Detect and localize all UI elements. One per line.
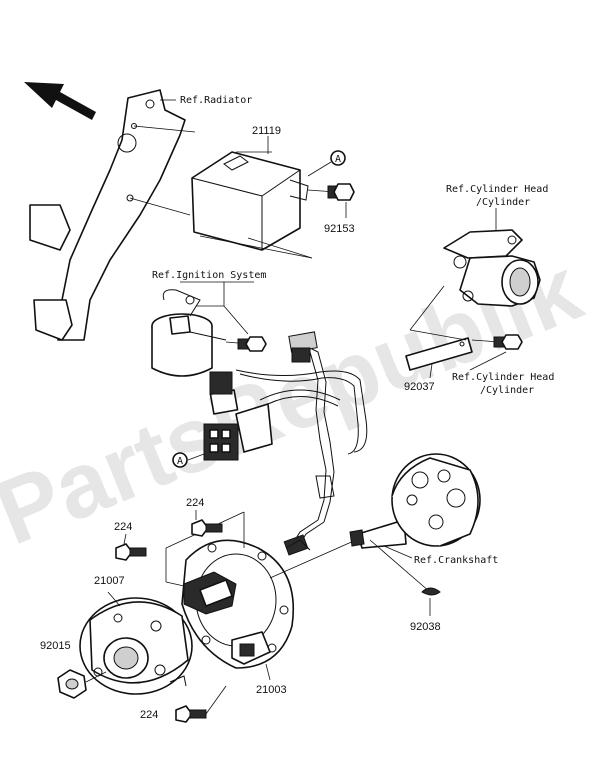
part-number-21003: 21003 <box>256 684 287 696</box>
woodruff-key-92038 <box>421 587 441 596</box>
svg-text:A: A <box>177 456 183 467</box>
front-direction-arrow-icon <box>24 82 96 120</box>
svg-text:A: A <box>335 154 341 165</box>
part-number-92015: 92015 <box>40 640 71 652</box>
connector-a-marker-top: A <box>307 150 346 177</box>
bolt-ignition <box>225 336 267 352</box>
bolt-224-bottom <box>175 685 227 723</box>
ref-cylinder-head-top-label-2: /Cylinder <box>476 197 530 208</box>
cdi-unit <box>191 151 313 259</box>
ignition-coil <box>151 289 239 415</box>
part-number-92153: 92153 <box>324 223 355 235</box>
stator-21003 <box>181 539 311 669</box>
bolt-92153 <box>307 183 355 201</box>
bolt-224-top <box>191 519 223 537</box>
part-number-21119: 21119 <box>252 125 281 137</box>
ref-cylinder-head-bottom-label-2: /Cylinder <box>480 385 534 396</box>
ref-cylinder-head-top-label-1: Ref.Cylinder Head <box>446 184 548 195</box>
bolt-cylinder <box>471 334 523 350</box>
ref-ignition-system-label: Ref.Ignition System <box>152 270 266 281</box>
bolt-224-left <box>115 543 147 561</box>
frame <box>29 89 196 341</box>
wiring-harness <box>187 331 368 556</box>
ref-cylinder-head-bottom-label-1: Ref.Cylinder Head <box>452 372 554 383</box>
part-number-92038: 92038 <box>410 621 441 633</box>
crankshaft <box>349 453 481 549</box>
connector-a-marker-bottom: A <box>172 452 188 468</box>
part-number-224-bottom: 224 <box>140 709 158 721</box>
part-number-224-top: 224 <box>186 497 204 509</box>
part-number-224-left: 224 <box>114 521 132 533</box>
part-number-21007: 21007 <box>94 575 125 587</box>
cylinder-head <box>443 229 541 307</box>
nut-92015 <box>57 669 107 699</box>
part-number-92037: 92037 <box>404 381 435 393</box>
flywheel-21007 <box>79 597 193 695</box>
ref-radiator-label: Ref.Radiator <box>180 95 252 106</box>
ref-crankshaft-label: Ref.Crankshaft <box>414 555 498 566</box>
bracket-92037 <box>405 285 473 371</box>
